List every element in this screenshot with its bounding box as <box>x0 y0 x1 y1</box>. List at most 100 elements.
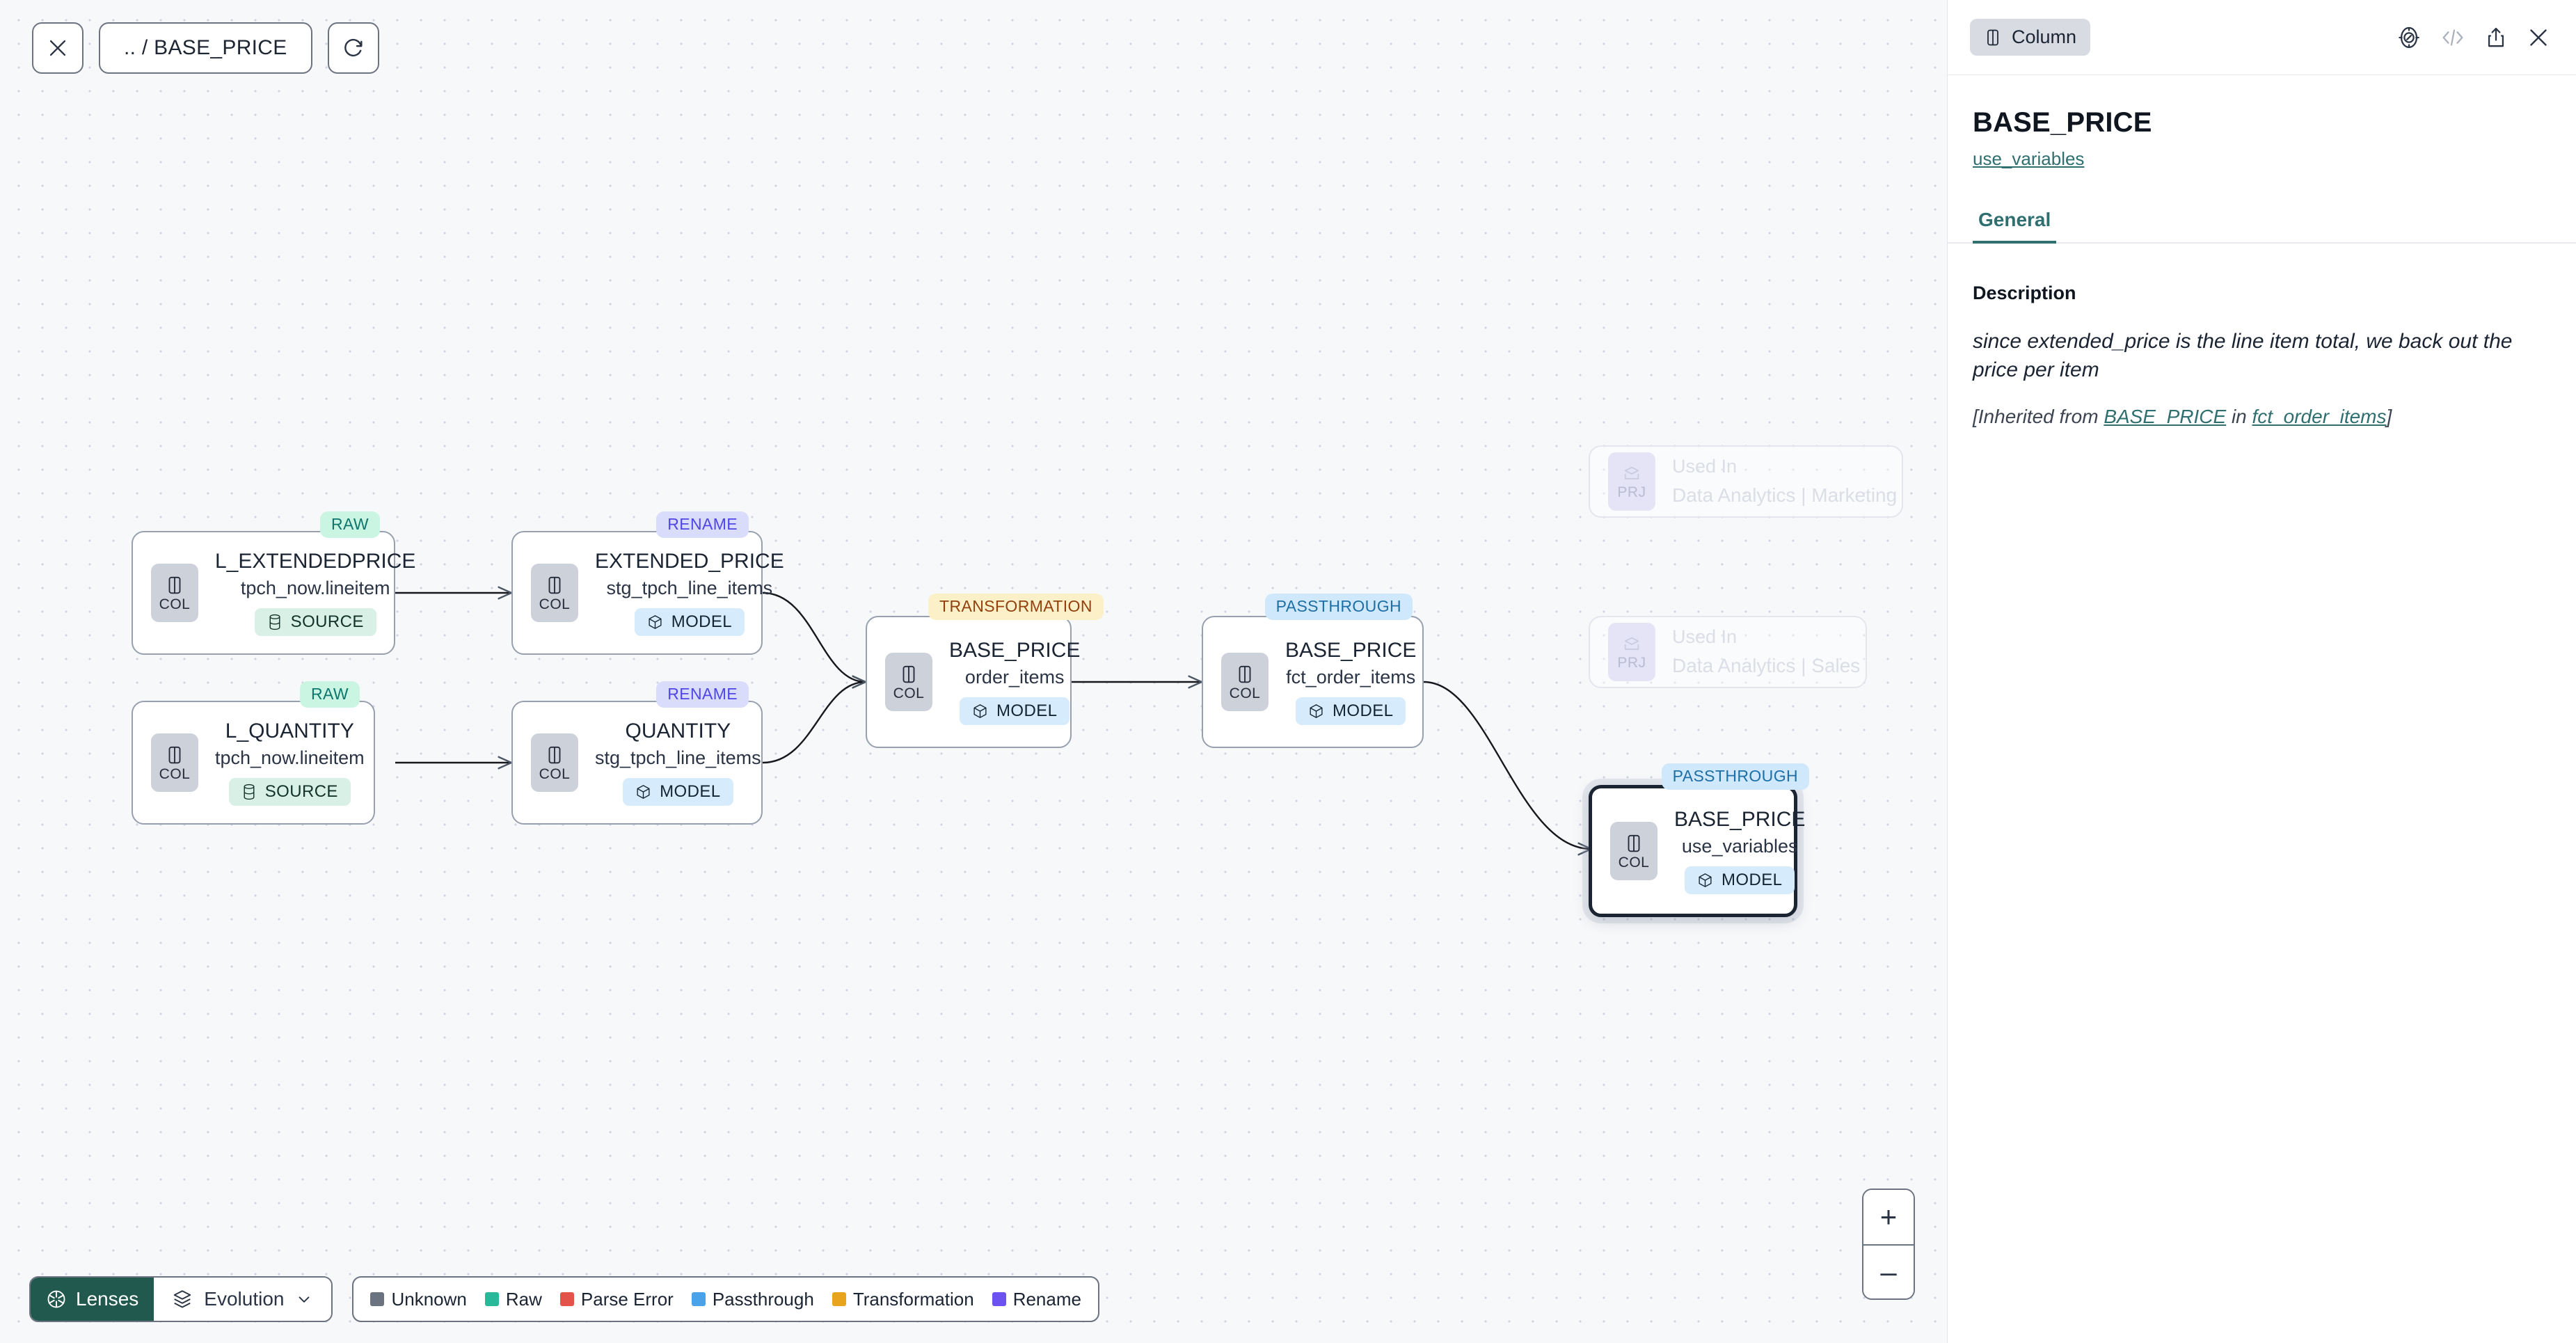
node-kind-badge: SOURCE <box>228 778 351 806</box>
close-panel-button[interactable] <box>2526 25 2551 50</box>
node-subtitle: stg_tpch_line_items <box>595 747 761 768</box>
node-type-badge: TRANSFORMATION <box>928 594 1104 620</box>
node-type-badge: RENAME <box>656 681 749 708</box>
node-title: L_EXTENDEDPRICE <box>215 549 416 573</box>
evolution-dropdown[interactable]: Evolution <box>154 1278 332 1321</box>
legend-label: Transformation <box>852 1288 974 1310</box>
share-button[interactable] <box>2484 26 2508 49</box>
panel-actions <box>2396 25 2551 50</box>
legend-item-rename: Rename <box>992 1289 1081 1310</box>
refresh-button[interactable] <box>327 22 379 74</box>
col-chip-label: COL <box>1618 854 1650 871</box>
node-kind-badge: MODEL <box>623 778 733 806</box>
column-icon <box>903 665 915 683</box>
node-kind-badge: MODEL <box>1296 697 1406 726</box>
bottom-bar: Lenses Evolution Unkno <box>29 1276 1099 1322</box>
node-body: BASE_PRICE order_items MODEL <box>949 639 1080 726</box>
breadcrumb-button[interactable]: .. / BASE_PRICE <box>99 22 312 74</box>
parent-model-link[interactable]: use_variables <box>1973 148 2085 169</box>
ghost-node-used-in-marketing[interactable]: PRJ Used In Data Analytics | Marketing <box>1589 445 1903 518</box>
details-panel-header: Column <box>1948 0 2576 75</box>
legend-label: Unknown <box>391 1288 467 1310</box>
legend-swatch <box>559 1292 574 1306</box>
tab-general[interactable]: General <box>1973 209 2057 244</box>
layers-icon <box>174 1290 191 1308</box>
node-title: QUANTITY <box>625 719 731 742</box>
col-chip: COL <box>151 733 198 792</box>
legend-item-passthrough: Passthrough <box>691 1288 814 1310</box>
node-title: BASE_PRICE <box>1285 638 1417 662</box>
lineage-node-l-quantity[interactable]: RAW COL L_QUANTITY tpch_now.lineitem <box>132 681 375 825</box>
lineage-node-base-price-fct-order-items[interactable]: PASSTHROUGH COL BASE_PRICE fct_order_ite… <box>1202 594 1424 748</box>
lineage-node-base-price-use-variables[interactable]: PASSTHROUGH COL BASE_PRICE use_variables… <box>1589 763 1809 917</box>
inherited-column-link[interactable]: BASE_PRICE <box>2104 405 2227 427</box>
legend-label: Raw <box>505 1288 542 1310</box>
column-icon <box>548 746 561 763</box>
lenses-button[interactable]: Lenses <box>31 1278 154 1321</box>
node-kind-badge: MODEL <box>634 608 745 637</box>
lineage-node-extended-price[interactable]: RENAME COL EXTENDED_PRICE stg_tpch_line_… <box>511 511 784 655</box>
col-chip: COL <box>885 653 932 711</box>
cube-icon <box>973 704 987 719</box>
code-button[interactable] <box>2440 26 2466 49</box>
node-subtitle: tpch_now.lineitem <box>240 577 390 598</box>
legend-swatch <box>484 1292 499 1306</box>
column-icon <box>548 576 561 594</box>
legend-item-transformation: Transformation <box>832 1289 974 1310</box>
col-chip: COL <box>531 733 578 792</box>
node-body: L_QUANTITY tpch_now.lineitem SOURCE <box>215 720 365 806</box>
lineage-node-base-price-order-items[interactable]: TRANSFORMATION COL BASE_PRICE order_item… <box>866 594 1104 748</box>
node-type-badge: PASSTHROUGH <box>1264 594 1413 620</box>
node-type-badge: PASSTHROUGH <box>1661 763 1809 790</box>
inherited-note: [Inherited from BASE_PRICE in fct_order_… <box>1973 406 2551 428</box>
legend-label: Rename <box>1012 1288 1081 1310</box>
node-type-badge: RAW <box>319 511 380 538</box>
lenses-label: Lenses <box>76 1288 139 1310</box>
inherited-middle: in <box>2226 405 2252 427</box>
ghost-node-used-in-sales[interactable]: PRJ Used In Data Analytics | Sales <box>1589 616 1867 688</box>
column-icon <box>168 746 181 763</box>
legend-label: Passthrough <box>712 1288 814 1310</box>
lenses-group: Lenses Evolution <box>29 1276 333 1322</box>
zoom-controls: + – <box>1862 1189 1915 1300</box>
legend-swatch <box>370 1292 385 1306</box>
col-chip-label: COL <box>539 765 571 782</box>
ghost-node-title: Used In <box>1672 626 1738 647</box>
prj-chip-label: PRJ <box>1617 654 1646 671</box>
prj-chip-label: PRJ <box>1617 484 1646 500</box>
column-icon <box>1987 29 1998 45</box>
inherited-model-link[interactable]: fct_order_items <box>2252 405 2387 427</box>
close-graph-button[interactable] <box>32 22 84 74</box>
legend-swatch <box>992 1292 1006 1306</box>
page-title: BASE_PRICE <box>1973 107 2152 138</box>
lineage-node-l-extendedprice[interactable]: RAW COL L_EXTENDEDPRICE tpch_now.lineite… <box>132 511 415 655</box>
col-chip: COL <box>1610 822 1657 880</box>
node-kind-label: MODEL <box>996 701 1058 721</box>
refresh-icon <box>344 38 363 57</box>
col-chip-label: COL <box>159 765 191 782</box>
node-kind-label: SOURCE <box>264 782 338 802</box>
details-panel: Column <box>1947 0 2576 1343</box>
explore-button[interactable] <box>2396 25 2422 50</box>
zoom-in-button[interactable]: + <box>1863 1190 1914 1244</box>
cube-icon <box>1699 873 1712 888</box>
zoom-out-button[interactable]: – <box>1863 1244 1914 1298</box>
prj-chip: PRJ <box>1608 623 1655 681</box>
entity-type-badge: Column <box>1970 19 2091 56</box>
explore-icon <box>2399 26 2419 48</box>
col-chip: COL <box>1221 653 1269 711</box>
node-title: L_QUANTITY <box>225 719 354 742</box>
node-subtitle: use_variables <box>1681 835 1798 857</box>
node-title: EXTENDED_PRICE <box>595 549 784 573</box>
cube-icon <box>637 785 650 800</box>
ghost-node-title: Used In <box>1672 455 1738 477</box>
legend-item-parse-error: Parse Error <box>559 1289 674 1310</box>
node-kind-label: MODEL <box>660 782 721 802</box>
breadcrumb-label: .. / BASE_PRICE <box>124 36 287 59</box>
cube-icon <box>649 615 662 630</box>
prj-chip: PRJ <box>1608 452 1655 511</box>
lineage-node-quantity[interactable]: RENAME COL QUANTITY stg_tpch_line_items … <box>511 681 763 825</box>
col-chip-label: COL <box>159 596 191 612</box>
status-legend: Unknown Raw Parse Error Passthrough Tran… <box>352 1276 1099 1322</box>
lineage-canvas[interactable]: .. / BASE_PRICE PRJ Used In Data Analyti… <box>0 0 1947 1343</box>
